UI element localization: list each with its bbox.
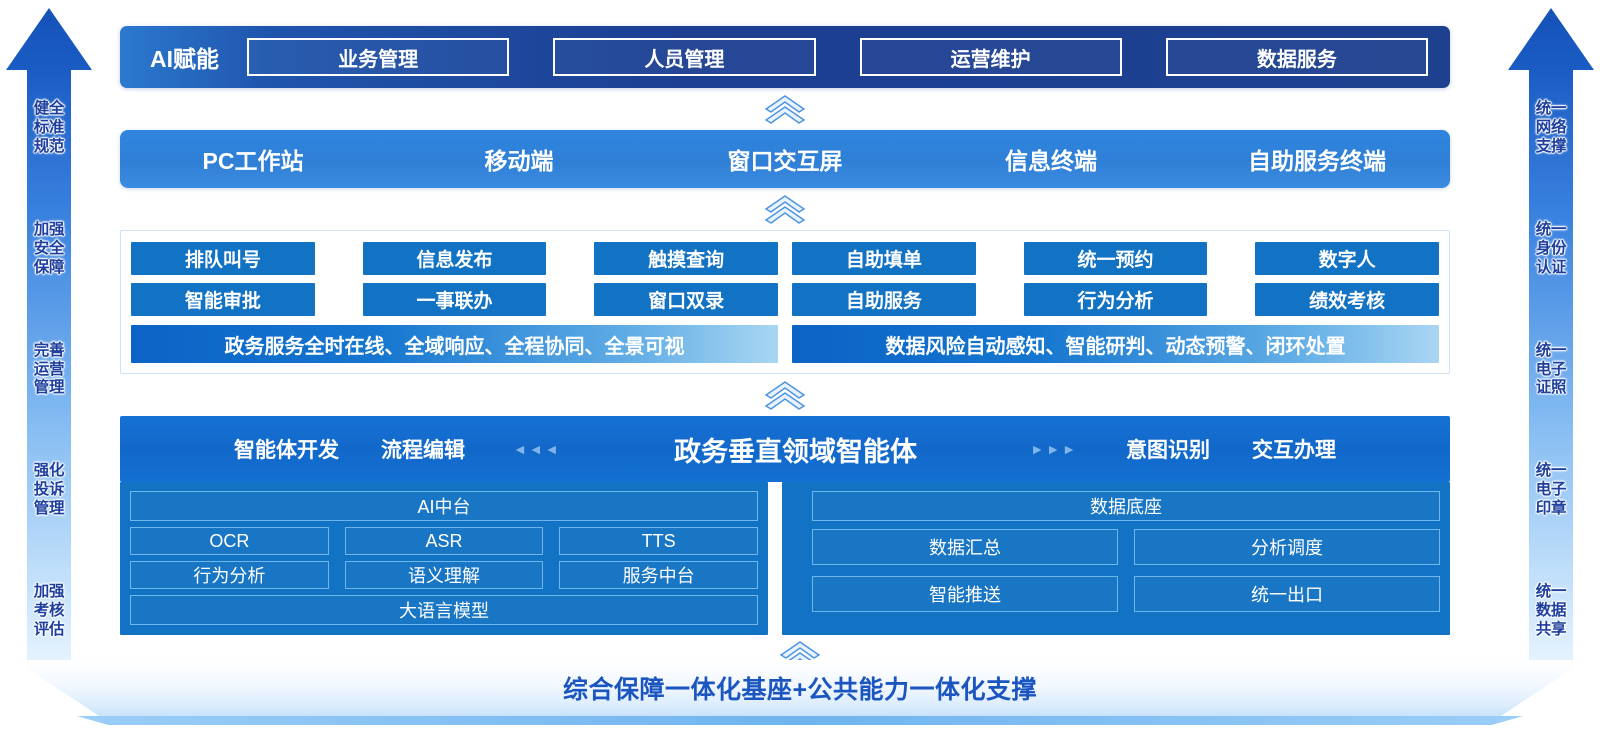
- service-group-data: 自助填单 统一预约 数字人 自助服务 行为分析 绩效考核: [792, 242, 1439, 316]
- terminal-mobile[interactable]: 移动端: [484, 148, 554, 174]
- terminal-self-service[interactable]: 自助服务终端: [1248, 148, 1386, 174]
- data-platform-head: 数据底座: [812, 491, 1440, 521]
- right-arrow-head: [1508, 8, 1594, 70]
- service-banner-right-wrap: 数据风险自动感知、智能研判、动态预警、闭环处置: [792, 316, 1439, 363]
- data-cap-aggregation[interactable]: 数据汇总: [812, 529, 1118, 565]
- service-queue-call[interactable]: 排队叫号: [131, 242, 315, 275]
- service-banner-data-risk: 数据风险自动感知、智能研判、动态预警、闭环处置: [792, 325, 1439, 363]
- chevron-up-double-icon: [764, 381, 806, 410]
- chevron-up-double-icon: [764, 95, 806, 124]
- connector-row-1: [120, 88, 1450, 130]
- platform-caption: 综合保障一体化基座+公共能力一体化支撑: [562, 676, 1038, 704]
- service-self-service[interactable]: 自助服务: [792, 283, 976, 316]
- left-label-1: 加强安全保障: [33, 220, 65, 276]
- ai-cap-service-midend[interactable]: 服务中台: [559, 561, 758, 589]
- foundation-row: AI中台 OCR ASR TTS 行为分析 语义理解 服务中台 大语言模型 数据…: [120, 482, 1450, 635]
- service-unified-booking[interactable]: 统一预约: [1023, 242, 1208, 275]
- right-label-3: 统一电子印章: [1535, 462, 1567, 518]
- right-label-4: 统一数据共享: [1535, 583, 1567, 639]
- terminal-bar: PC工作站 移动端 窗口交互屏 信息终端 自助服务终端: [120, 130, 1450, 188]
- left-arrow-shaft: [27, 68, 71, 668]
- service-banner-government: 政务服务全时在线、全域响应、全程协同、全景可视: [131, 325, 778, 363]
- agent-item-interactive[interactable]: 交互办理: [1252, 439, 1336, 462]
- data-cap-smart-push[interactable]: 智能推送: [812, 576, 1118, 612]
- ai-cap-ocr[interactable]: OCR: [130, 527, 329, 555]
- ai-empower-title: AI赋能: [150, 46, 219, 72]
- ai-cap-llm[interactable]: 大语言模型: [130, 595, 758, 625]
- ai-chip-personnel[interactable]: 人员管理: [553, 38, 816, 76]
- service-smart-approval[interactable]: 智能审批: [131, 283, 315, 316]
- ai-chip-group: 业务管理 人员管理 运营维护 数据服务: [247, 38, 1428, 76]
- ai-platform-head: AI中台: [130, 491, 758, 521]
- chevron-up-double-icon: [764, 195, 806, 224]
- agent-left-arrows-icon: ◄◄◄: [513, 441, 561, 457]
- service-behavior-analysis[interactable]: 行为分析: [1023, 283, 1208, 316]
- right-arrow-labels: 统一网络支撑 统一身份认证 统一电子证照 统一电子印章 统一数据共享: [1529, 96, 1573, 656]
- service-capability-card: 排队叫号 信息发布 触摸查询 智能审批 一事联办 窗口双录 自助填单 统一预约 …: [120, 230, 1450, 374]
- platform-slab: [14, 660, 1586, 722]
- service-banner-left-wrap: 政务服务全时在线、全域响应、全程协同、全景可视: [131, 316, 778, 363]
- platform-edge: [76, 716, 1524, 725]
- service-digital-human[interactable]: 数字人: [1255, 242, 1439, 275]
- service-performance-review[interactable]: 绩效考核: [1255, 283, 1439, 316]
- left-label-0: 健全标准规范: [33, 100, 65, 155]
- ai-cap-behavior[interactable]: 行为分析: [130, 561, 329, 589]
- data-platform-block: 数据底座 数据汇总 分析调度 智能推送 统一出口: [782, 482, 1450, 635]
- ai-cap-semantic[interactable]: 语义理解: [344, 561, 544, 589]
- left-arrow-head: [6, 8, 92, 70]
- agent-item-flow-edit[interactable]: 流程编辑: [381, 439, 465, 462]
- agent-item-develop[interactable]: 智能体开发: [234, 439, 339, 462]
- right-label-1: 统一身份认证: [1535, 220, 1567, 276]
- ai-chip-business[interactable]: 业务管理: [247, 38, 510, 76]
- ai-empower-bar: AI赋能 业务管理 人员管理 运营维护 数据服务: [120, 26, 1450, 88]
- service-self-form[interactable]: 自助填单: [792, 242, 976, 275]
- ai-chip-data-service[interactable]: 数据服务: [1165, 38, 1428, 76]
- terminal-window-screen[interactable]: 窗口交互屏: [727, 148, 843, 174]
- service-touch-query[interactable]: 触摸查询: [594, 242, 778, 275]
- terminal-pc[interactable]: PC工作站: [202, 148, 304, 174]
- ai-chip-operations[interactable]: 运营维护: [859, 38, 1122, 76]
- right-support-arrow: [1508, 8, 1594, 668]
- service-window-dual-record[interactable]: 窗口双录: [594, 283, 778, 316]
- data-cap-analysis-schedule[interactable]: 分析调度: [1134, 529, 1440, 565]
- service-one-thing[interactable]: 一事联办: [362, 283, 547, 316]
- left-label-4: 加强考核评估: [33, 583, 65, 639]
- service-info-release[interactable]: 信息发布: [362, 242, 547, 275]
- ai-platform-block: AI中台 OCR ASR TTS 行为分析 语义理解 服务中台 大语言模型: [120, 482, 768, 635]
- service-group-government: 排队叫号 信息发布 触摸查询 智能审批 一事联办 窗口双录: [131, 242, 778, 316]
- right-label-0: 统一网络支撑: [1535, 100, 1567, 155]
- ai-cap-asr[interactable]: ASR: [344, 527, 544, 555]
- right-label-2: 统一电子证照: [1535, 341, 1567, 397]
- agent-bar: 智能体开发 流程编辑 ◄◄◄ 政务垂直领域智能体 ►►► 意图识别 交互办理: [120, 416, 1450, 482]
- connector-row-2: [120, 188, 1450, 230]
- left-arrow-labels: 健全标准规范 加强安全保障 完善运营管理 强化投诉管理 加强考核评估: [27, 96, 71, 656]
- left-label-2: 完善运营管理: [33, 341, 65, 397]
- connector-row-3: [120, 374, 1450, 416]
- left-label-3: 强化投诉管理: [33, 462, 65, 518]
- main-stack: AI赋能 业务管理 人员管理 运营维护 数据服务 PC工作站 移动端 窗口交互屏…: [120, 26, 1450, 635]
- agent-item-intent[interactable]: 意图识别: [1126, 439, 1210, 462]
- agent-right-arrows-icon: ►►►: [1030, 441, 1078, 457]
- terminal-info[interactable]: 信息终端: [1005, 148, 1097, 174]
- left-guarantee-arrow: [6, 8, 92, 668]
- agent-bar-title: 政务垂直领域智能体: [674, 436, 917, 467]
- data-cap-unified-export[interactable]: 统一出口: [1134, 576, 1440, 612]
- ai-cap-tts[interactable]: TTS: [559, 527, 758, 555]
- right-arrow-shaft: [1529, 68, 1573, 668]
- base-platform: 综合保障一体化基座+公共能力一体化支撑: [14, 660, 1586, 732]
